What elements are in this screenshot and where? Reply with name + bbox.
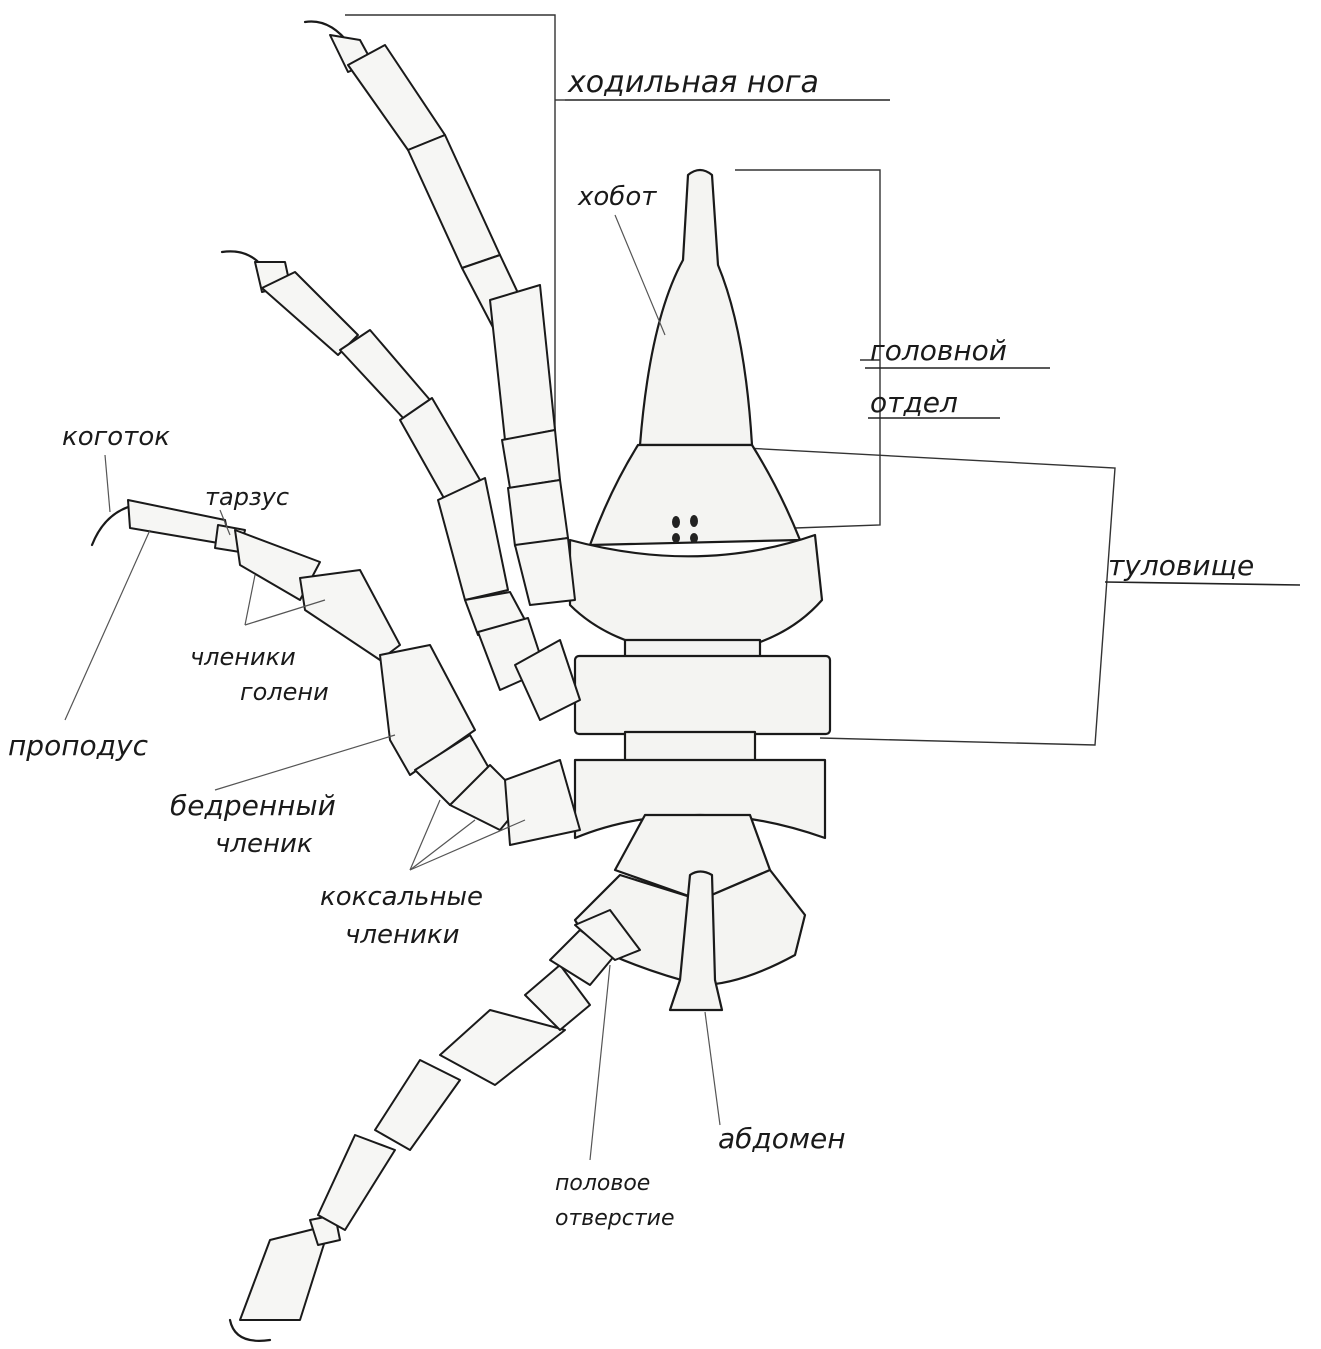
leader-proboscis [615, 215, 665, 335]
label-trunk: туловище [1108, 549, 1254, 582]
eye-2 [690, 515, 698, 527]
label-proboscis: хобот [577, 182, 657, 212]
trunk-segment-1 [570, 535, 822, 655]
leader-femur [215, 735, 395, 790]
leg-top-femur [490, 285, 555, 440]
leader-coxal-b [410, 820, 475, 870]
label-femur-segment-1: бедренный [170, 789, 336, 822]
body [570, 170, 830, 1010]
eye-1 [672, 516, 680, 528]
leg-2-propodus [262, 272, 358, 355]
label-walking-leg: ходильная нога [567, 65, 819, 100]
eye-3 [672, 533, 680, 543]
label-propodus: проподус [8, 729, 149, 762]
leg-4-tibia-1 [375, 1060, 460, 1150]
label-genital-opening-1: половое [555, 1171, 650, 1196]
walking-leg-bottom [230, 910, 640, 1341]
leg-2-femur [438, 478, 508, 600]
trunk-segment-2 [575, 656, 830, 734]
eye-4 [690, 533, 698, 543]
leg-top-coxa-2 [508, 480, 568, 546]
leader-claw [105, 455, 110, 512]
proboscis-shape [640, 170, 752, 445]
leg-top-coxa-1 [515, 538, 575, 605]
leg-top-propodus [348, 45, 445, 150]
leg-4-tibia-2 [318, 1135, 395, 1230]
leg-3-coxa-1 [505, 760, 580, 845]
leg-2-tibia-2 [340, 330, 430, 420]
label-femur-segment-2: членик [215, 829, 313, 859]
leader-coxal-c [410, 820, 525, 870]
label-coxal-segments-2: членики [345, 920, 459, 950]
leg-top-tibia-2 [408, 135, 500, 268]
label-tibia-segments-2: голени [240, 678, 329, 706]
leg-top-coxa-3 [502, 430, 560, 488]
claw-bottom [230, 1320, 270, 1341]
label-head-section-2: отдел [870, 386, 958, 419]
label-tarsus: тарзус [205, 483, 289, 511]
leg-2-tibia-1 [400, 398, 480, 500]
leg-4-femur [440, 1010, 565, 1085]
walking-leg-top [305, 21, 575, 605]
trunk-neck-2 [625, 732, 755, 762]
leader-tibia-a [245, 575, 255, 625]
label-genital-opening-2: отверстие [555, 1206, 675, 1231]
cephalon-shape [590, 445, 800, 545]
leader-genital [590, 965, 610, 1160]
label-tibia-segments-1: членики [190, 643, 296, 671]
leg-3-tibia-1 [300, 570, 400, 660]
label-coxal-segments-1: коксальные [320, 882, 483, 912]
label-claw: коготок [62, 422, 170, 452]
label-abdomen: абдомен [718, 1122, 846, 1155]
leader-propodus [65, 530, 150, 720]
trunk-underline [1105, 582, 1300, 585]
leader-abdomen [705, 1012, 720, 1125]
label-head-section-1: головной [870, 334, 1007, 367]
